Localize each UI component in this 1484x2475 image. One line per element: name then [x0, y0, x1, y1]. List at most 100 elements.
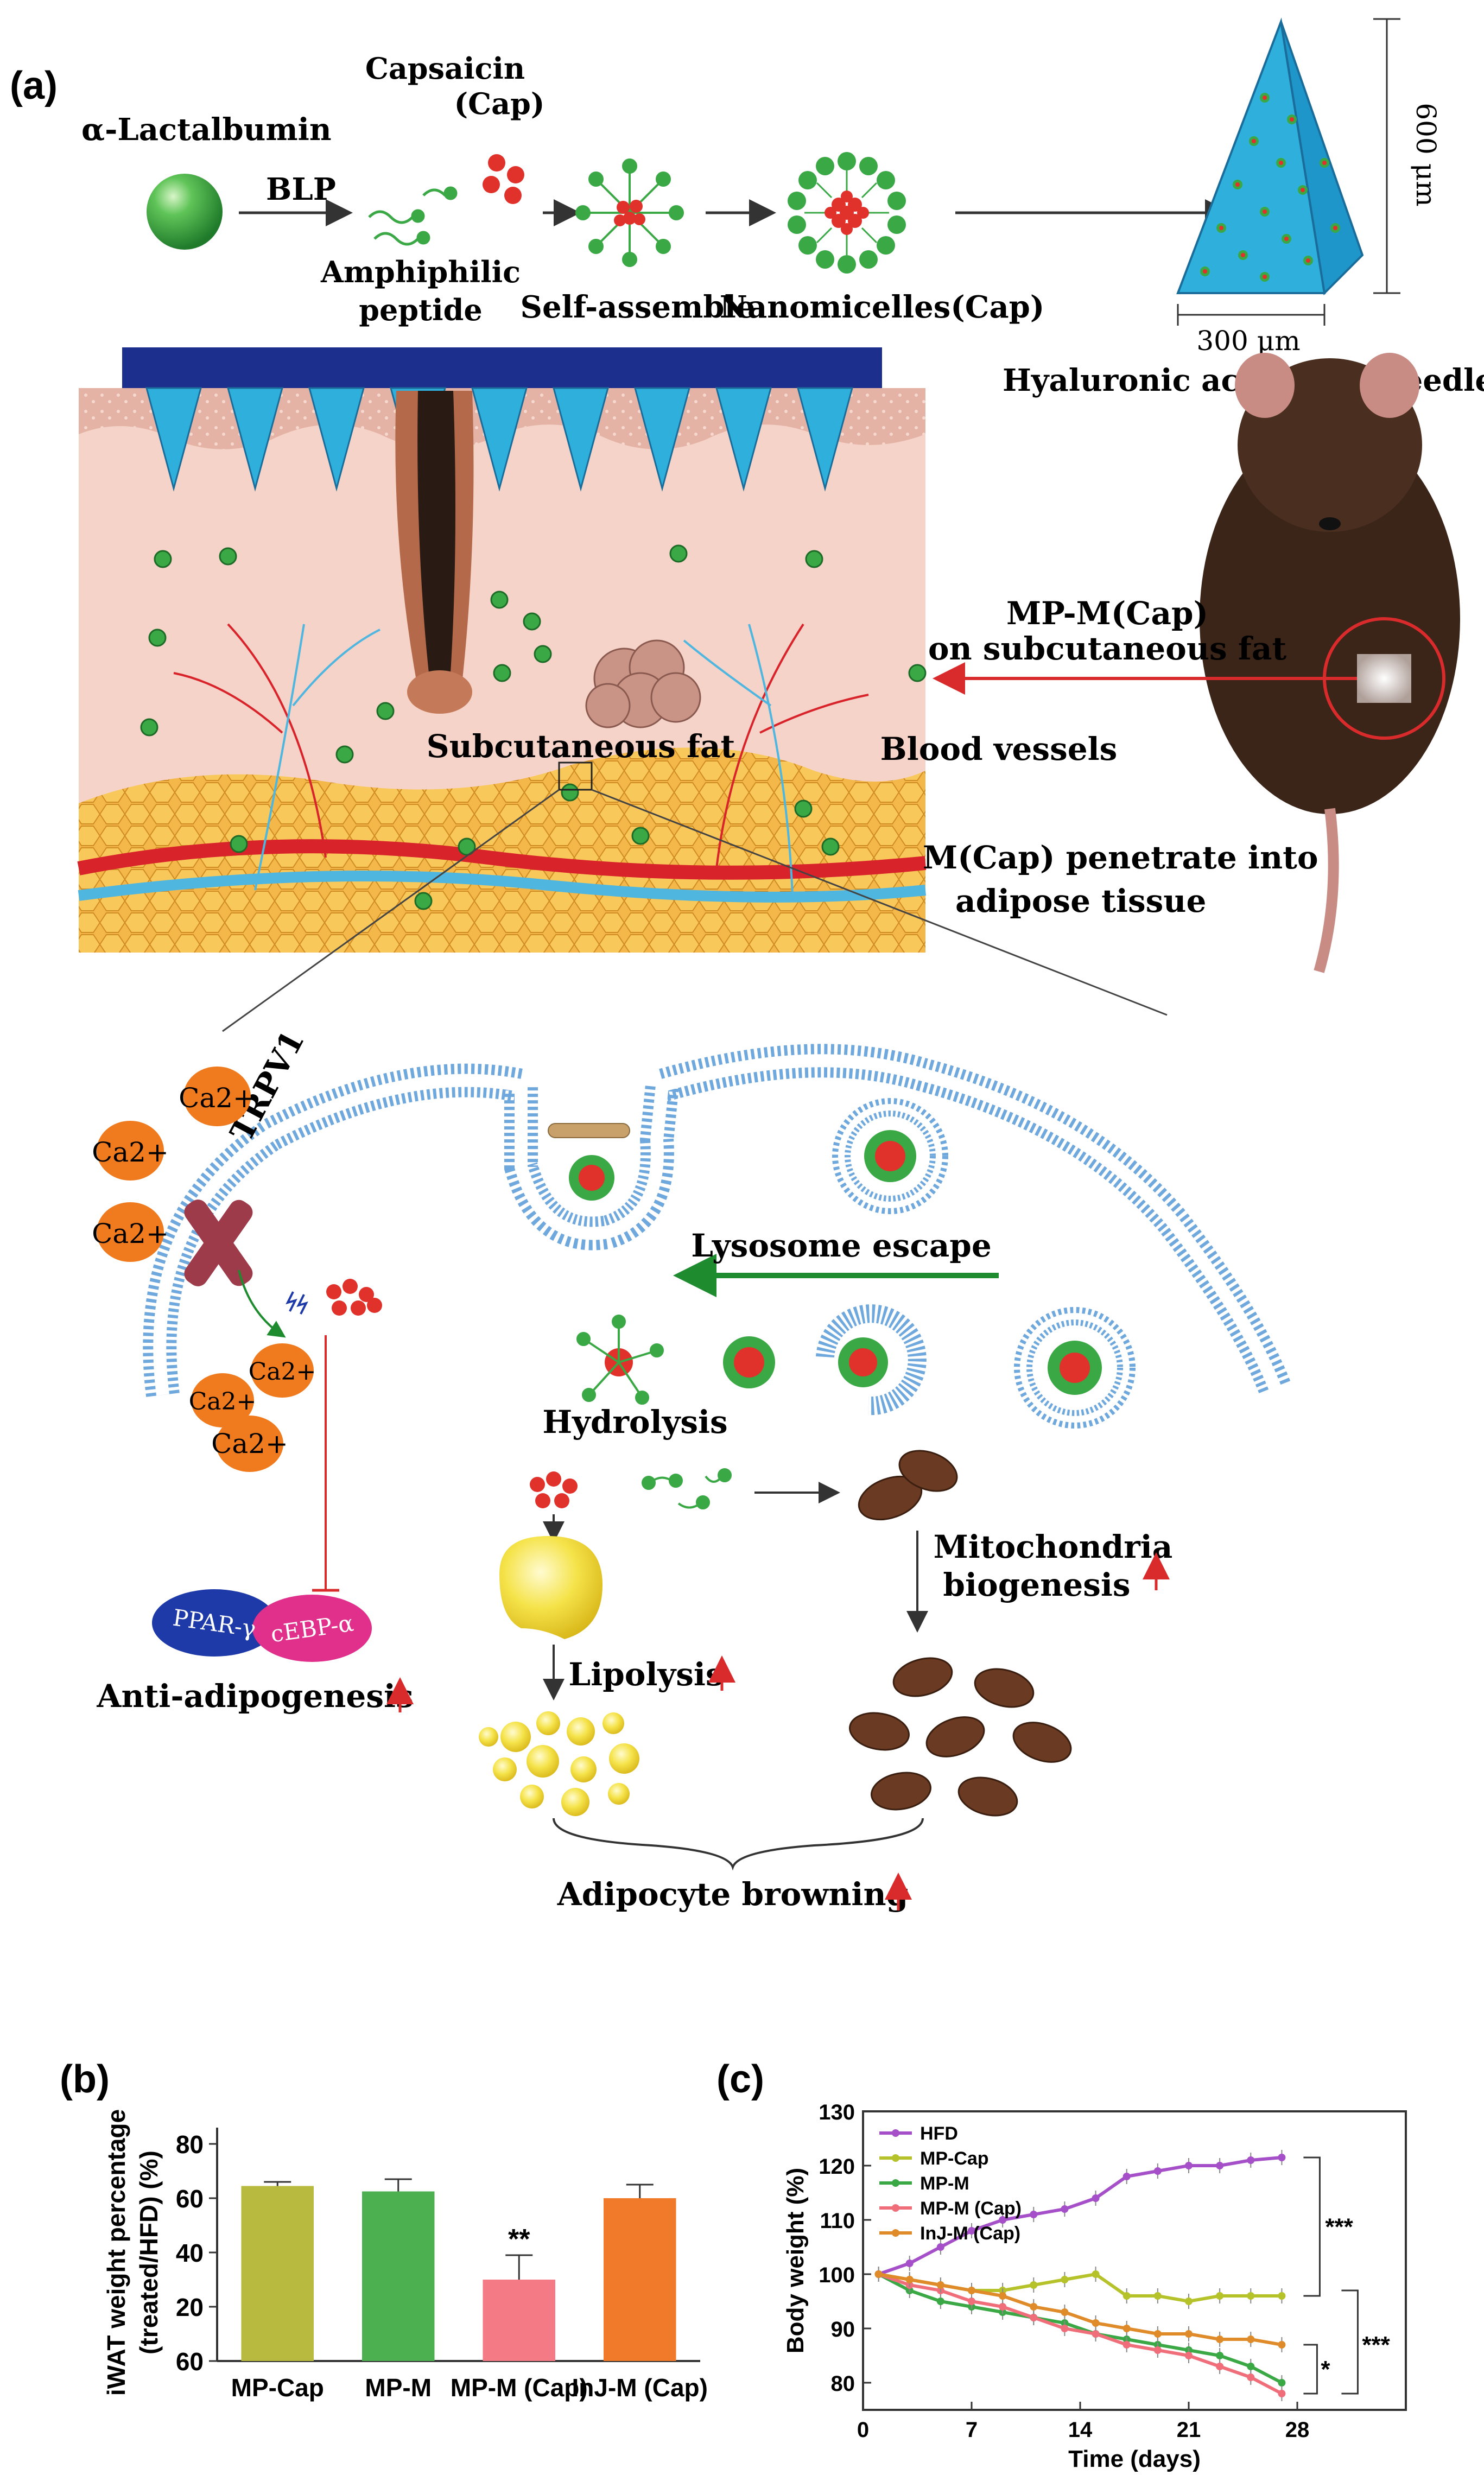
data-point: [968, 2227, 975, 2235]
self-assemble-glyph: [575, 158, 684, 267]
data-point: [968, 2298, 975, 2305]
data-point: [1122, 2325, 1131, 2332]
significance-label: ***: [1325, 2214, 1353, 2241]
x-tick-label: InJ-M (Cap): [572, 2374, 708, 2402]
amphiphilic-label-1: Amphiphilic: [320, 255, 521, 289]
data-point: [1185, 2330, 1193, 2338]
data-point: [1185, 2162, 1193, 2169]
skin-micelles: [140, 544, 927, 910]
series-line: [878, 2156, 1282, 2276]
ca-top-1: Ca2+: [179, 1082, 256, 1114]
x-tick-label: 0: [857, 2418, 869, 2442]
ca-bottom-3: Ca2+: [211, 1428, 288, 1459]
peptide-fragments: [642, 1468, 732, 1509]
y-axis-title: Body weight (%): [782, 2168, 809, 2353]
ca-bottom-2: Ca2+: [189, 1388, 257, 1416]
significance-bracket: [1303, 2156, 1321, 2297]
x-tick-label: MP-Cap: [231, 2374, 324, 2402]
bar: [241, 2186, 314, 2361]
significance-label: **: [508, 2224, 530, 2255]
legend-marker: [892, 2179, 899, 2187]
zoom-line-left: [222, 789, 560, 1032]
subcutaneous-fat-label: Subcutaneous fat: [427, 728, 735, 765]
x-tick-label: MP-M: [365, 2374, 432, 2402]
y-tick-label: 100: [819, 2263, 855, 2287]
data-point: [1185, 2352, 1193, 2359]
data-point: [1247, 2336, 1255, 2343]
trpv1-channel: [184, 1200, 253, 1286]
data-point: [1153, 2346, 1162, 2354]
data-point: [1122, 2292, 1131, 2300]
y-tick-label: 110: [820, 2209, 855, 2233]
panel-label-c: (c): [716, 2058, 764, 2101]
plot-frame: [862, 2110, 1407, 2411]
data-point: [936, 2281, 944, 2289]
micelle-spokes: [576, 1315, 664, 1405]
data-point: [1030, 2314, 1038, 2321]
hair-follicle: [395, 391, 474, 714]
released-capsaicin: [530, 1471, 578, 1508]
ca-top-2: Ca2+: [92, 1137, 169, 1168]
data-point: [1216, 2363, 1224, 2370]
data-point: [1030, 2303, 1038, 2311]
lightning-icon: [286, 1291, 308, 1315]
cell-membrane: [143, 1044, 1291, 1429]
cebp-ellipse: [252, 1595, 372, 1662]
legend-label: MP-M: [920, 2173, 969, 2194]
data-point: [1216, 2162, 1224, 2169]
microneedle-patch-backing: [122, 347, 882, 388]
y-tick-label: 80: [831, 2372, 855, 2396]
lysosome-escape-label: Lysosome escape: [691, 1227, 991, 1264]
mitochondria-cluster: [849, 1657, 1072, 1817]
data-point: [1153, 2292, 1162, 2300]
capsaicin-label-1: Capsaicin: [365, 51, 525, 86]
data-point: [1216, 2352, 1224, 2359]
legend-label: MP-Cap: [920, 2148, 989, 2169]
zoom-box: [558, 761, 593, 791]
free-capsaicin: [326, 1279, 382, 1316]
mp-m-cap-label-1: MP-M(Cap): [1006, 595, 1208, 632]
y-tick-label: 120: [819, 2155, 855, 2179]
data-point: [1185, 2298, 1193, 2305]
lipolysis-label: Lipolysis: [568, 1656, 723, 1693]
lipid-droplet: [499, 1536, 603, 1639]
ppar-ellipse: [152, 1589, 277, 1657]
mouse-illustration: [1200, 353, 1460, 973]
data-point: [1247, 2292, 1255, 2300]
legend-label: HFD: [920, 2123, 958, 2144]
blood-vessels-label: Blood vessels: [880, 731, 1118, 767]
y-tick-label: 90: [831, 2318, 855, 2341]
panel-label-a: (a): [10, 64, 58, 107]
y-tick-label: 80: [176, 2130, 204, 2159]
amphiphilic-peptide-glyph: [368, 186, 458, 246]
data-point: [1061, 2325, 1069, 2332]
data-point: [1092, 2319, 1100, 2327]
data-point: [968, 2287, 975, 2294]
legend-marker: [892, 2204, 899, 2212]
data-point: [1247, 2374, 1255, 2381]
calcium-ions-inside: [191, 1343, 314, 1472]
data-point: [1216, 2336, 1224, 2343]
data-point: [1122, 2173, 1131, 2180]
nanomicelles-label: Nanomicelles(Cap): [720, 289, 1045, 325]
membrane-micelles: [569, 1130, 1102, 1395]
vessels-branching: [173, 623, 869, 896]
data-point: [999, 2216, 1007, 2224]
nanomicelle-glyph: [788, 152, 906, 274]
data-point: [874, 2270, 883, 2278]
x-tick-label: 28: [1285, 2418, 1310, 2442]
height-label: 600 μm: [1410, 103, 1442, 206]
ca-top-3: Ca2+: [92, 1218, 169, 1249]
series-line: [878, 2273, 1283, 2395]
mitochondria-pair: [858, 1450, 958, 1521]
bar: [362, 2191, 435, 2361]
data-point: [1122, 2341, 1131, 2349]
hydrolysis-label: Hydrolysis: [542, 1404, 727, 1440]
data-point: [1247, 2156, 1255, 2164]
small-droplets: [479, 1711, 639, 1816]
significance-label: *: [1321, 2356, 1330, 2383]
legend-marker: [892, 2154, 899, 2162]
skin-section: [77, 388, 927, 953]
legend-label: InJ-M (Cap): [920, 2223, 1020, 2244]
